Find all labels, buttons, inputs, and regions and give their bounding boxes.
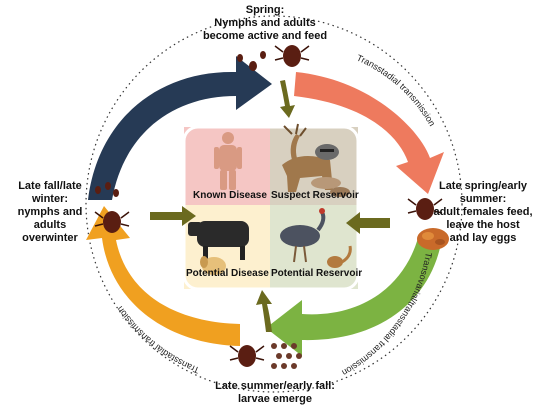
spring-line-2: become active and feed [202, 30, 328, 42]
late-spring-line-1: Late spring/early summer: [438, 180, 528, 205]
tick-late-summer-icon [238, 345, 256, 367]
tick-late-fall-icon [103, 211, 121, 233]
tick-spring-adult-icon [283, 45, 301, 67]
tick-icons [94, 45, 443, 367]
late-spring-line-4: and lay eggs [449, 232, 517, 244]
tick-spring-nymph-icon [249, 61, 257, 71]
quadrant-label-suspect-reservoir: Suspect Reservoir [271, 190, 359, 201]
late-spring-line-2: adult females feed, [433, 206, 533, 218]
arrow-summer-to-fall [266, 238, 442, 356]
quadrant-label-known-disease: Known Disease [193, 190, 267, 201]
deer-icon [282, 123, 333, 192]
cow-icon [188, 221, 249, 260]
dog-icon [200, 256, 226, 275]
late-fall-line-2: nymphs and adults [17, 206, 83, 231]
quadrant-label-potential-disease: Potential Disease [186, 268, 269, 279]
transmission-ring [85, 15, 463, 393]
chipmunk-icon [327, 245, 352, 268]
spring-title: Spring: [245, 4, 285, 16]
raccoon-icon [315, 144, 339, 160]
late-summer-line-2: larvae emerge [238, 393, 312, 405]
quadrant-potential-reservoir [270, 205, 358, 289]
label-spring: Spring: Nymphs and adults become active … [195, 4, 335, 43]
label-late-summer: Late summer/early fall: larvae emerge [200, 380, 350, 406]
label-late-spring: Late spring/early summer: adult females … [416, 180, 550, 245]
late-fall-line-3: overwinter [22, 232, 78, 244]
arrow-spring-to-summer [294, 72, 444, 194]
small-arrows [150, 80, 390, 332]
arrow-late-fall-out [150, 206, 196, 226]
late-fall-line-1: Late fall/late winter: [18, 180, 82, 205]
human-figure-icon [214, 132, 242, 190]
quadrant-label-potential-reservoir: Potential Reservoir [271, 268, 363, 279]
late-summer-line-1: Late summer/early fall: [215, 380, 335, 392]
label-late-fall: Late fall/late winter: nymphs and adults… [0, 180, 100, 245]
arrow-winter-to-spring [88, 56, 272, 200]
spring-line-1: Nymphs and adults [214, 17, 316, 29]
tick-late-spring-icon [416, 198, 434, 220]
turkey-icon [280, 208, 326, 263]
small-mammal-icon [311, 177, 350, 197]
egg-mass-icon [417, 228, 449, 250]
arrow-late-spring-in [346, 212, 390, 234]
larvae-cluster-icon [271, 343, 302, 369]
arrow-spring-down [280, 80, 295, 118]
arrow-late-summer-up [256, 290, 272, 332]
arrow-fall-to-winter [86, 206, 240, 346]
late-spring-line-3: leave the host [446, 219, 520, 231]
